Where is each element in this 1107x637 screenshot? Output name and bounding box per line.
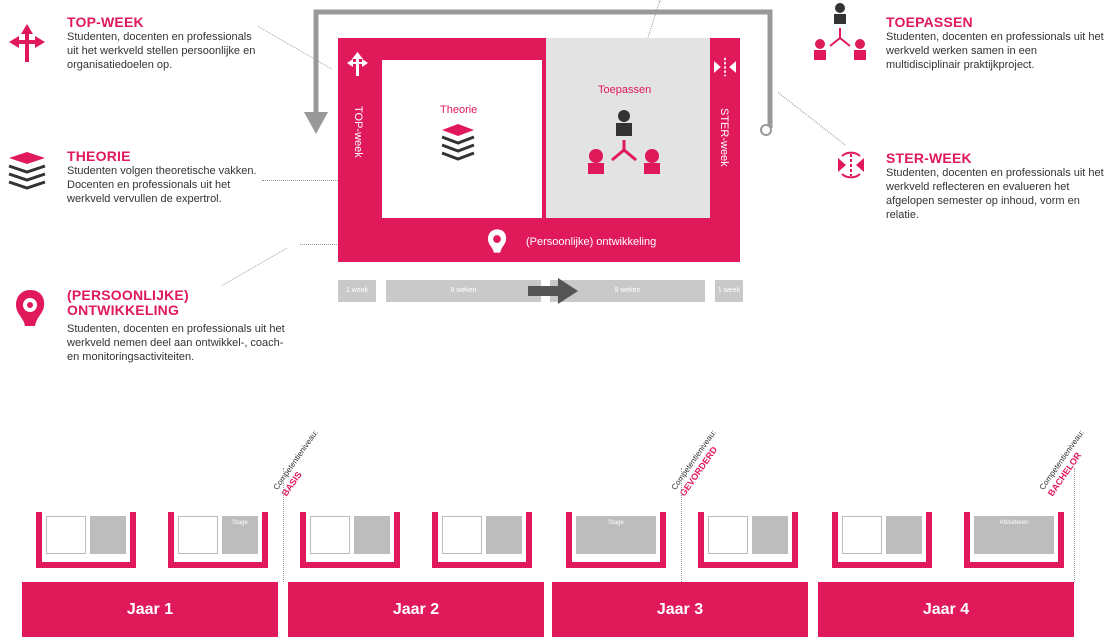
toepassen-panel: Toepassen xyxy=(546,38,710,218)
top-week-title: TOP-WEEK xyxy=(67,14,144,30)
semester-mini-8: Afstuderen xyxy=(964,512,1064,568)
cycle-arrow xyxy=(304,9,773,136)
team-icon xyxy=(814,3,866,60)
team-small-icon xyxy=(588,110,660,174)
theorie-panel: Theorie xyxy=(382,60,542,218)
semester-mini-2: Stage xyxy=(168,512,268,568)
ontwikkeling-text: Studenten, docenten en professionals uit… xyxy=(67,323,285,363)
divider-3 xyxy=(1074,468,1075,582)
week-cell-1: 1 week xyxy=(338,280,376,302)
semester-mini-5: Stage xyxy=(566,512,666,568)
brain-gear-icon xyxy=(16,290,45,326)
ster-week-bar: STER-week xyxy=(710,38,740,220)
books-icon xyxy=(8,152,46,190)
year-2: Jaar 2 xyxy=(288,582,544,637)
competence-basis: Competentieniveau: BASIS xyxy=(272,428,329,498)
top-week-bar: TOP-week xyxy=(338,38,378,220)
ster-week-text: Studenten, docenten en professionals uit… xyxy=(886,167,1104,221)
ster-week-title: STER-WEEK xyxy=(886,150,972,166)
competence-bachelor: Competentieniveau: BACHELOR xyxy=(1038,428,1095,498)
year-4: Jaar 4 xyxy=(818,582,1074,637)
ontwikkeling-label: (Persoonlijke) ontwikkeling xyxy=(526,236,657,248)
week-cell-3: 9 weken xyxy=(550,280,705,302)
toepassen-text: Studenten, docenten en professionals uit… xyxy=(886,31,1104,71)
semester-mini-7 xyxy=(832,512,932,568)
theorie-title: THEORIE xyxy=(67,148,131,164)
theorie-label: Theorie xyxy=(440,104,478,116)
theorie-text: Studenten volgen theoretische vakken. Do… xyxy=(67,165,257,205)
stage-label-1: Stage xyxy=(222,516,258,554)
leader-ster xyxy=(777,92,846,146)
semester-mini-1 xyxy=(36,512,136,568)
week-cell-4: 1 week xyxy=(715,280,743,302)
ontwikkeling-title: (PERSOONLIJKE) ONTWIKKELING xyxy=(67,287,189,318)
afstuderen-label: Afstuderen xyxy=(974,516,1054,554)
top-week-label: TOP-week xyxy=(352,106,364,158)
brain-gear-small-icon xyxy=(487,229,507,253)
semester-mini-4 xyxy=(432,512,532,568)
top-week-text: Studenten, docenten en professionals uit… xyxy=(67,31,256,71)
reflect-small-icon xyxy=(714,57,736,77)
leader-ontwikkeling-2 xyxy=(221,247,288,286)
arrow-right-icon xyxy=(528,278,578,304)
ster-week-label: STER-week xyxy=(718,108,730,167)
year-1: Jaar 1 xyxy=(22,582,278,637)
toepassen-label: Toepassen xyxy=(598,84,652,96)
divider-2 xyxy=(681,468,682,582)
signpost-small-icon xyxy=(347,52,368,76)
divider-1 xyxy=(283,468,284,582)
toepassen-title: TOEPASSEN xyxy=(886,14,973,30)
signpost-icon xyxy=(9,24,45,62)
stage-label-2: Stage xyxy=(576,516,656,554)
reflect-icon xyxy=(838,151,864,179)
competence-gevorderd: Competentieniveau: GEVORDERD xyxy=(670,428,727,498)
semester-mini-3 xyxy=(300,512,400,568)
books-small-icon xyxy=(441,124,475,161)
semester-mini-6 xyxy=(698,512,798,568)
year-3: Jaar 3 xyxy=(552,582,808,637)
semester-frame: TOP-week Theorie Toepassen S xyxy=(338,38,740,262)
week-cell-2: 9 weken xyxy=(386,280,541,302)
leader-theorie xyxy=(262,180,382,181)
